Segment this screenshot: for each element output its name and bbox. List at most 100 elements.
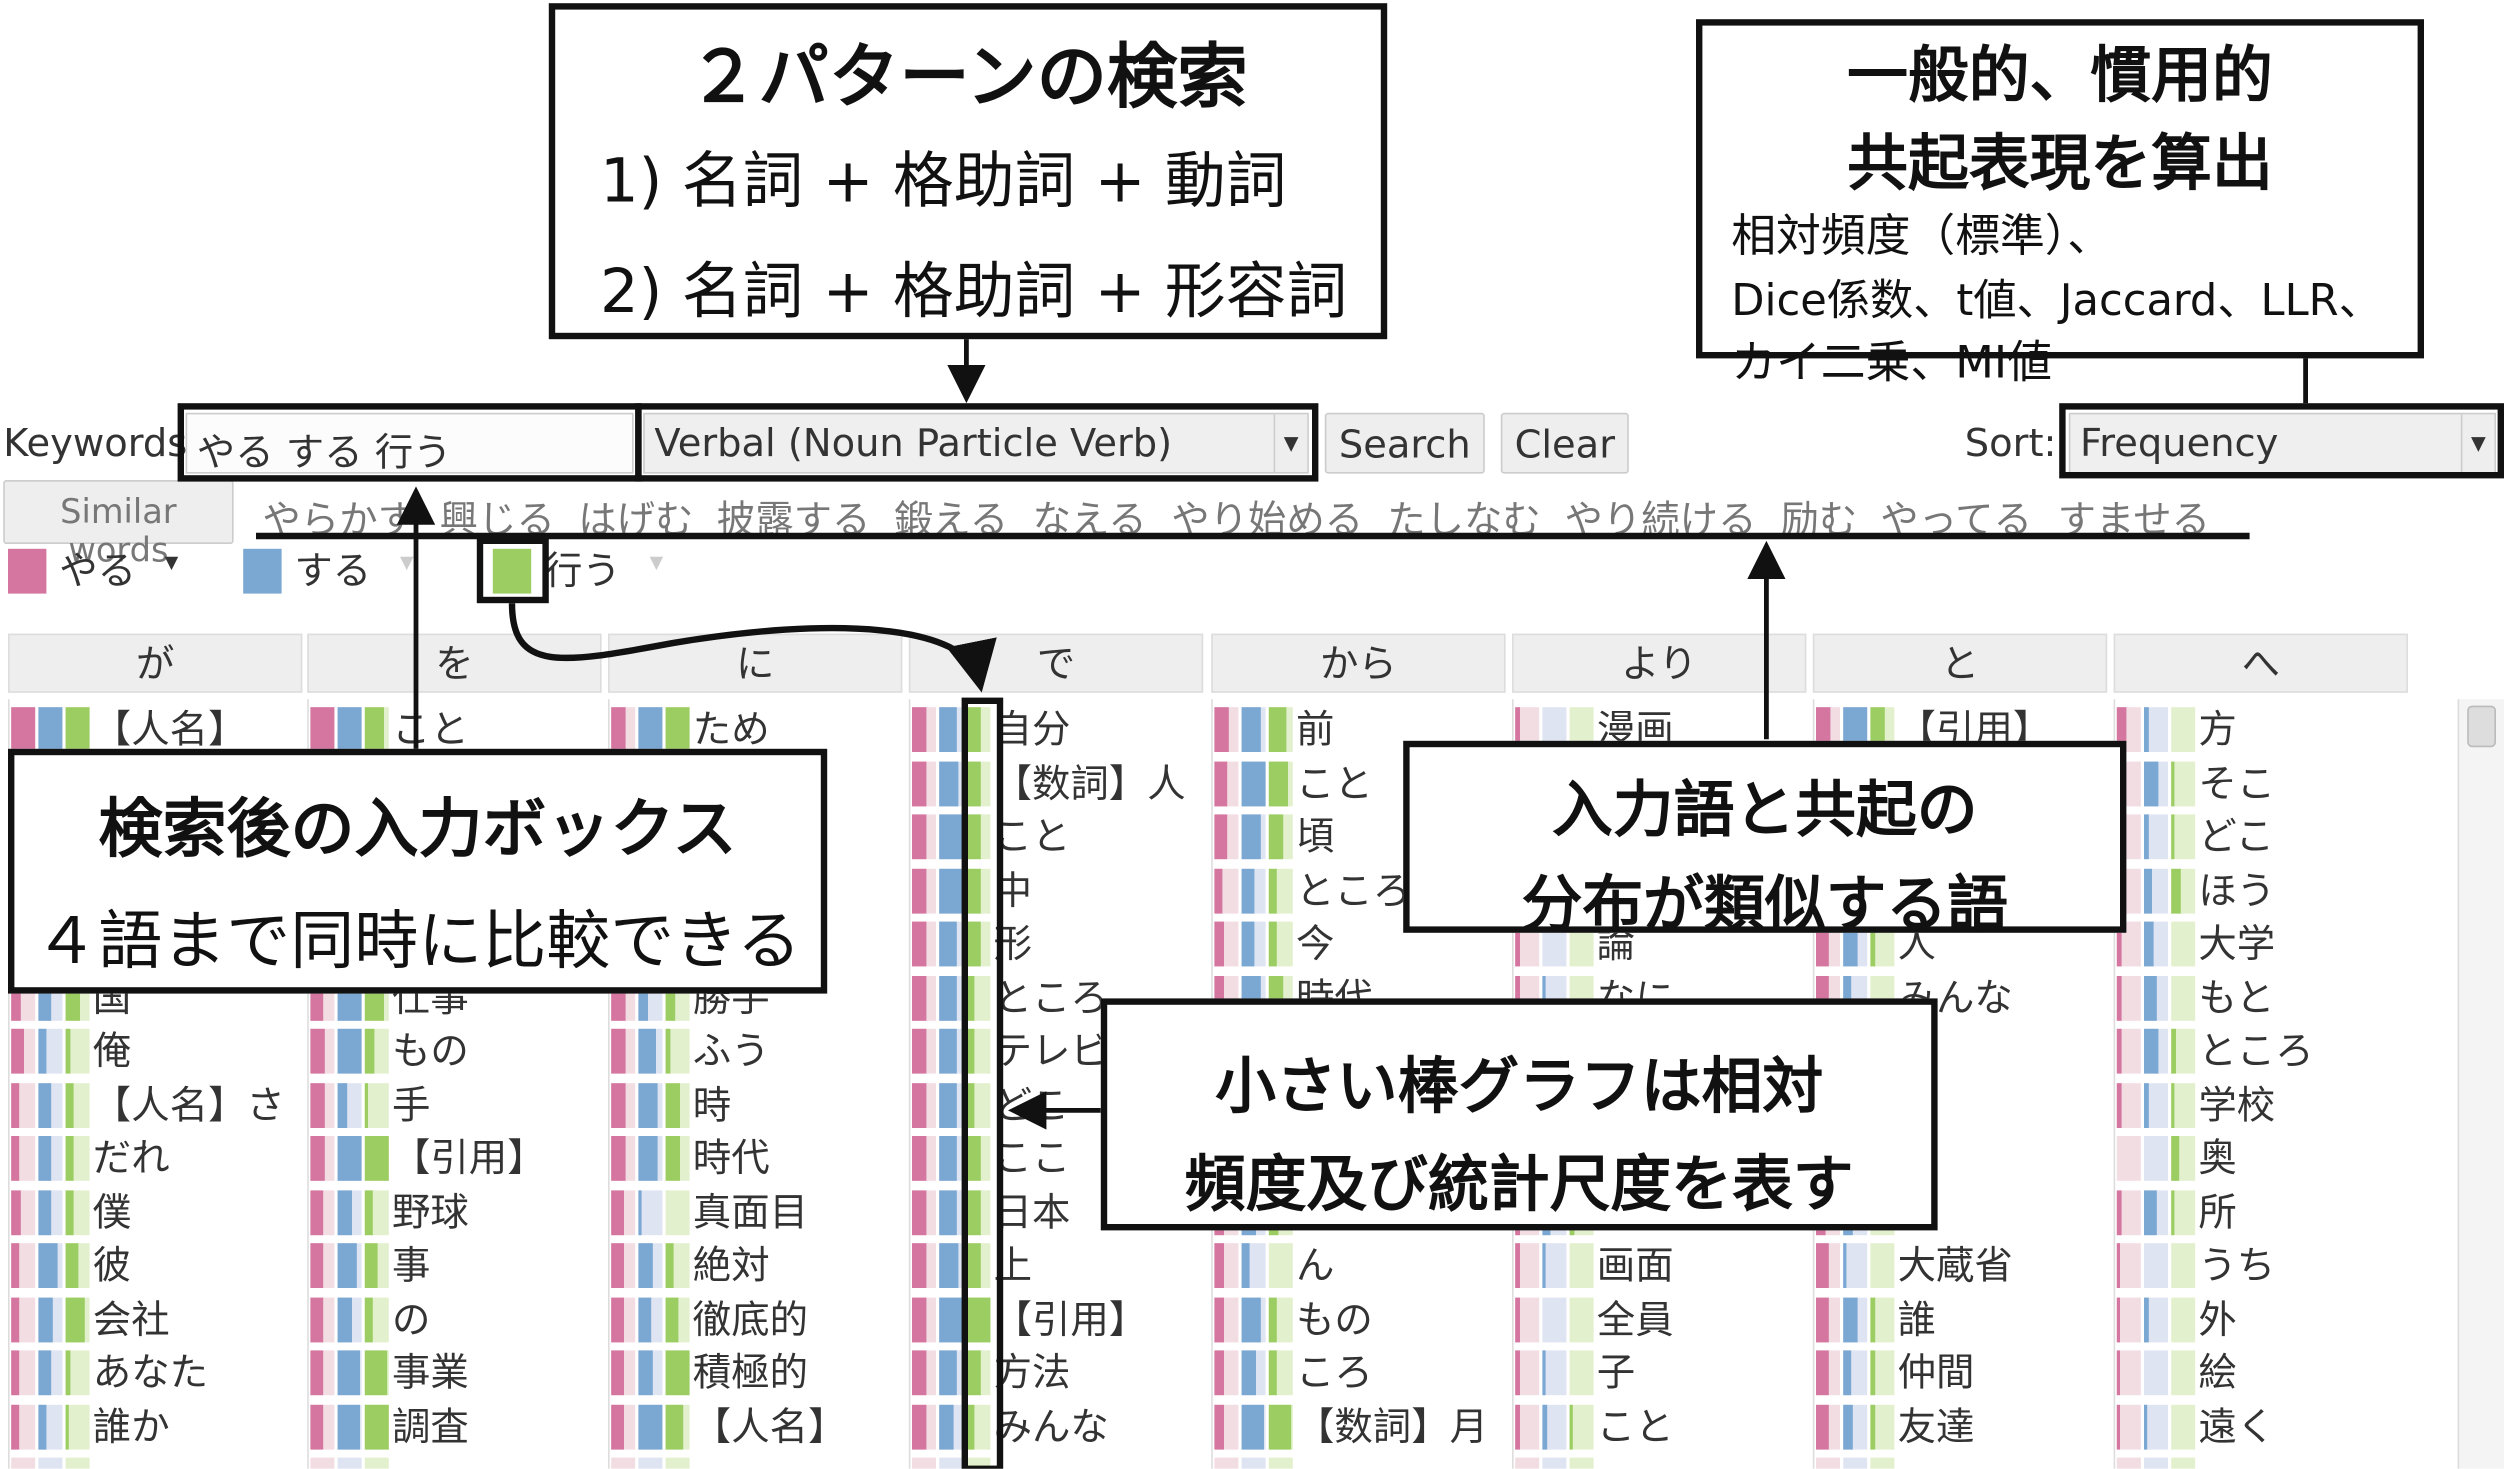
table-row[interactable]: 頃 [1213, 811, 1507, 864]
collocate-word[interactable]: 外 [2198, 1296, 2237, 1342]
legend-dropdown-icon[interactable]: ▼ [164, 552, 179, 573]
table-row[interactable]: 事 [309, 1240, 603, 1293]
sort-select[interactable]: Frequency ▼ [2068, 412, 2496, 474]
collocate-word[interactable]: 大蔵省 [1897, 1243, 2013, 1288]
collocate-word[interactable]: そこ [2198, 760, 2276, 806]
table-row[interactable]: ころ [1213, 1347, 1507, 1400]
collocate-word[interactable]: 調査 [392, 1404, 469, 1449]
collocate-word[interactable]: 【人名】 [92, 707, 247, 752]
similar-word-link[interactable]: やり続ける [1564, 497, 1757, 543]
table-row[interactable] [1514, 1454, 1808, 1469]
collocate-word[interactable]: 前 [1296, 707, 1335, 752]
table-row[interactable] [1213, 1454, 1507, 1469]
table-row[interactable]: 今 [1213, 918, 1507, 971]
legend-dropdown-icon[interactable]: ▼ [649, 552, 664, 573]
table-row[interactable]: 【人名】 [610, 1401, 904, 1454]
table-row[interactable]: 時 [610, 1079, 904, 1132]
table-row[interactable]: 形 [910, 918, 1204, 971]
collocate-word[interactable]: 今 [1296, 921, 1335, 967]
table-row[interactable]: 野球 [309, 1186, 603, 1239]
collocate-word[interactable]: だれ [92, 1136, 170, 1181]
table-row[interactable]: ここ [910, 1133, 1204, 1186]
collocate-word[interactable]: 自分 [993, 707, 1071, 752]
collocate-word[interactable]: 方法 [993, 1350, 1071, 1396]
collocate-word[interactable]: こと [993, 814, 1071, 860]
table-row[interactable]: 大学 [2115, 918, 2409, 971]
table-row[interactable]: もと [2115, 972, 2409, 1025]
similar-word-link[interactable]: 鍛える [894, 497, 1009, 543]
collocate-word[interactable]: 友達 [1897, 1404, 1975, 1449]
similar-word-link[interactable]: 興じる [439, 497, 555, 543]
collocate-word[interactable]: 学校 [2198, 1082, 2276, 1128]
collocate-word[interactable]: 僕 [92, 1189, 132, 1235]
similar-word-link[interactable]: はげむ [578, 497, 694, 543]
collocate-word[interactable]: 遠く [2198, 1404, 2276, 1449]
collocate-word[interactable]: ここ [993, 1136, 1071, 1181]
collocate-word[interactable]: ん [1296, 1243, 1335, 1288]
collocate-word[interactable]: 画面 [1596, 1243, 1674, 1288]
collocate-word[interactable]: 徹底的 [692, 1296, 808, 1342]
table-row[interactable]: ところ [2115, 1026, 2409, 1079]
table-row[interactable]: 誰か [10, 1401, 304, 1454]
table-row[interactable]: 遠く [2115, 1401, 2409, 1454]
collocate-word[interactable]: 時 [692, 1082, 732, 1128]
similar-word-link[interactable]: やってる [1880, 497, 2032, 543]
collocate-word[interactable]: もの [1296, 1296, 1373, 1342]
table-row[interactable]: どこ [2115, 811, 2409, 864]
table-row[interactable]: 僕 [10, 1186, 304, 1239]
table-row[interactable] [309, 1454, 603, 1469]
collocate-word[interactable]: 日本 [993, 1189, 1071, 1235]
table-row[interactable]: みんな [910, 1401, 1204, 1454]
table-row[interactable]: 調査 [309, 1401, 603, 1454]
table-row[interactable]: 俺 [10, 1026, 304, 1079]
table-row[interactable]: の [309, 1294, 603, 1347]
pattern-select[interactable]: Verbal (Noun Particle Verb) ▼ [643, 412, 1309, 474]
table-row[interactable]: ん [1213, 1240, 1507, 1293]
table-row[interactable]: 外 [2115, 1294, 2409, 1347]
collocate-word[interactable]: 子 [1596, 1350, 1636, 1396]
table-row[interactable]: 会社 [10, 1294, 304, 1347]
table-row[interactable]: 【数詞】月 [1213, 1401, 1507, 1454]
table-row[interactable] [610, 1454, 904, 1469]
similar-word-link[interactable]: やらかす [262, 497, 416, 543]
table-row[interactable]: ところ [910, 972, 1204, 1025]
collocate-word[interactable]: 絶対 [692, 1243, 770, 1288]
collocate-word[interactable]: もと [2198, 975, 2275, 1020]
collocate-word[interactable]: 会社 [92, 1296, 170, 1342]
legend-dropdown-icon[interactable]: ▼ [400, 552, 414, 573]
table-row[interactable]: ほう [2115, 865, 2409, 918]
collocate-word[interactable]: うち [2198, 1243, 2276, 1288]
keywords-input[interactable]: やる する 行う [185, 412, 634, 475]
collocate-word[interactable]: テレビ [993, 1028, 1109, 1074]
similar-word-link[interactable]: なえる [1032, 497, 1147, 543]
collocate-word[interactable]: 真面目 [692, 1189, 808, 1235]
table-row[interactable]: 中 [910, 865, 1204, 918]
collocate-word[interactable]: ところ [993, 975, 1109, 1020]
similar-word-link[interactable]: 励む [1780, 497, 1858, 543]
table-row[interactable]: 絶対 [610, 1240, 904, 1293]
collocate-word[interactable]: 【数詞】月 [1296, 1404, 1488, 1449]
collocate-word[interactable]: 【引用】 [993, 1296, 1148, 1342]
collocate-word[interactable]: こと [1596, 1404, 1674, 1449]
search-button[interactable]: Search [1324, 412, 1485, 474]
scrollbar-thumb[interactable] [2467, 705, 2496, 748]
collocate-word[interactable]: どこ [993, 1082, 1070, 1128]
table-row[interactable]: うち [2115, 1240, 2409, 1293]
collocate-word[interactable]: 誰か [92, 1404, 170, 1449]
collocate-word[interactable]: こと [1296, 760, 1373, 806]
table-row[interactable]: 奥 [2115, 1133, 2409, 1186]
scrollbar[interactable] [2457, 699, 2504, 1469]
column-header[interactable]: から [1211, 633, 1506, 693]
table-row[interactable]: 徹底的 [610, 1294, 904, 1347]
similar-word-link[interactable]: やり始める [1171, 497, 1364, 543]
column-header[interactable]: と [1812, 633, 2108, 693]
collocate-word[interactable]: 事 [392, 1243, 431, 1288]
table-row[interactable]: 彼 [10, 1240, 304, 1293]
collocate-word[interactable]: こと [392, 707, 469, 752]
similar-words-button[interactable]: Similar words [3, 480, 234, 570]
table-row[interactable]: テレビ [910, 1026, 1204, 1079]
collocate-word[interactable]: 時代 [692, 1136, 770, 1181]
table-row[interactable]: 所 [2115, 1186, 2409, 1239]
collocate-word[interactable]: ほう [2198, 868, 2276, 913]
table-row[interactable]: こと [1514, 1401, 1808, 1454]
